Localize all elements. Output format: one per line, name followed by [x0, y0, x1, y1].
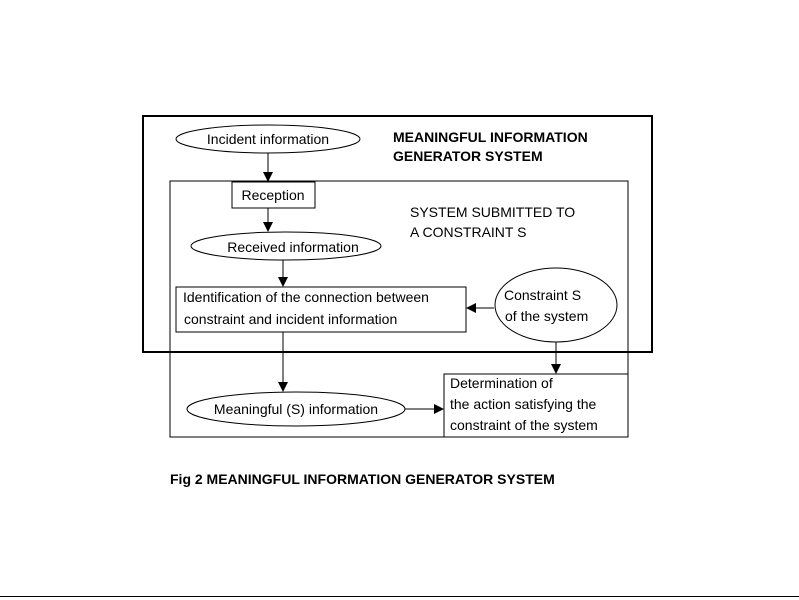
incident-information-node: Incident information [175, 124, 361, 154]
constraint-node: Constraint S of the system [494, 267, 618, 343]
outer-system-title-line2: GENERATOR SYSTEM [393, 148, 543, 164]
determination-node: Determination of the action satisfying t… [443, 373, 629, 438]
inner-system-title-line1: SYSTEM SUBMITTED TO [410, 204, 575, 220]
constraint-label-line2: of the system [505, 308, 588, 324]
inner-system-box [169, 180, 629, 438]
outer-system-box [142, 115, 653, 353]
meaningful-information-node: Meaningful (S) information [186, 391, 406, 427]
received-information-node: Received information [190, 231, 382, 261]
meaningful-information-label: Meaningful (S) information [214, 401, 378, 417]
reception-label: Reception [241, 187, 304, 203]
determination-label-line3: constraint of the system [450, 417, 598, 433]
bottom-rule [0, 596, 799, 597]
incident-information-label: Incident information [207, 131, 329, 147]
identification-node: Identification of the connection between… [175, 286, 467, 333]
inner-system-title-line2: A CONSTRAINT S [410, 224, 526, 240]
determination-label-line1: Determination of [450, 375, 553, 391]
identification-label-line1: Identification of the connection between [183, 289, 429, 305]
reception-node: Reception [231, 181, 316, 209]
identification-label-line2: constraint and incident information [184, 311, 397, 327]
constraint-label-line1: Constraint S [504, 287, 581, 303]
received-information-label: Received information [227, 239, 359, 255]
figure-caption: Fig 2 MEANINGFUL INFORMATION GENERATOR S… [170, 471, 555, 487]
determination-label-line2: the action satisfying the [450, 396, 597, 412]
outer-system-title-line1: MEANINGFUL INFORMATION [393, 129, 588, 145]
